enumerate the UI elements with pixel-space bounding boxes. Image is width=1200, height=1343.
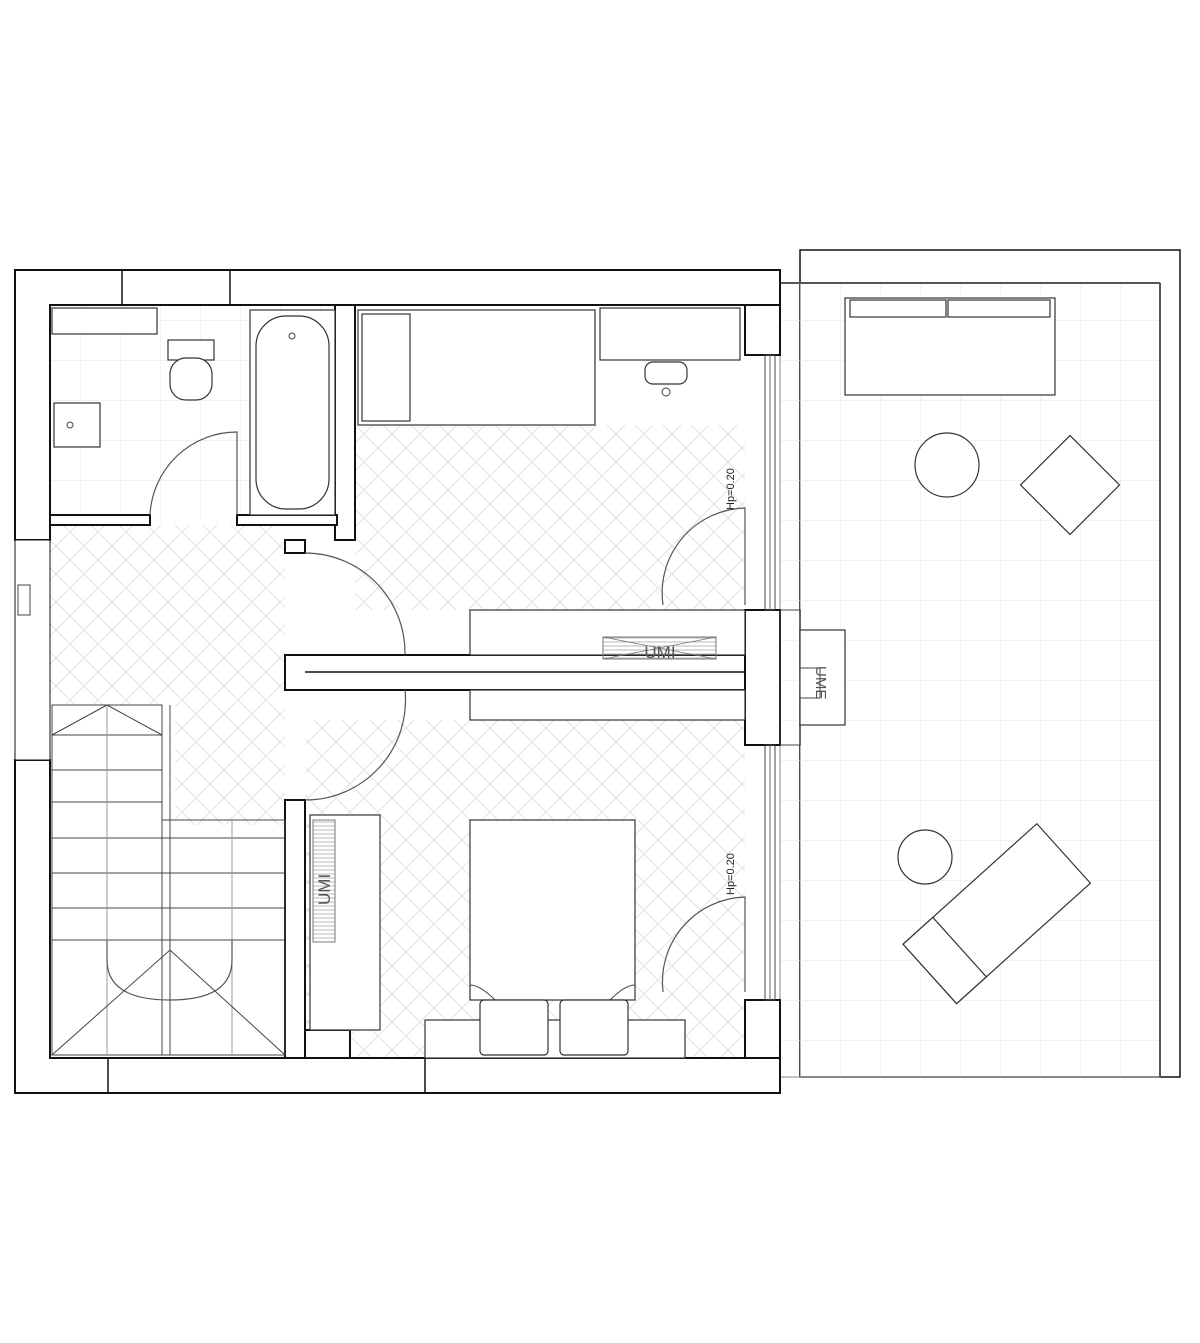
bedroom-1-window-door-swing [661, 507, 746, 606]
wardrobe-top-label: UMI [644, 643, 675, 662]
toilet-tank [167, 339, 215, 361]
interior-walls [49, 304, 746, 1059]
side-table [897, 829, 953, 885]
square-table [1019, 434, 1121, 536]
desk-chair [644, 361, 688, 385]
bedroom-2: UMI Hp=0.20 [304, 689, 746, 1059]
wardrobe-bedroom-2 [469, 689, 746, 721]
hall-floor [50, 525, 285, 705]
round-table [914, 432, 980, 498]
terrace-furniture [844, 297, 1121, 1005]
bedroom-2-door-swing [304, 689, 407, 801]
window-height-label-1: Hp=0.20 [725, 468, 737, 510]
bedroom-1-door-swing [304, 552, 406, 656]
bathroom-shelf [51, 307, 158, 335]
bathtub-basin [255, 315, 330, 510]
bathroom [51, 307, 336, 516]
pillow [361, 313, 411, 422]
desk [599, 307, 741, 361]
sun-lounger [902, 822, 1092, 1005]
external-unit: UME [799, 629, 846, 726]
sink [53, 402, 101, 448]
bedroom-2-window-door-swing [661, 896, 746, 993]
windows [764, 354, 801, 1001]
exterior-walls [14, 269, 781, 1094]
hall-floor-2 [175, 705, 285, 825]
wardrobe-left-label: UMI [315, 874, 334, 905]
bedroom-1: UMI Hp=0.20 [304, 307, 746, 662]
bedroom-1-floor [355, 425, 745, 610]
external-unit-label: UME [812, 666, 829, 699]
double-bed [469, 819, 636, 1001]
toilet-bowl [169, 357, 213, 401]
staircase [51, 704, 286, 1056]
pillow-right [559, 999, 629, 1056]
bathroom-door-swing [149, 431, 238, 516]
pillow-left [479, 999, 549, 1056]
nightstands [424, 1019, 686, 1059]
window-height-label-2: Hp=0.20 [725, 853, 737, 895]
